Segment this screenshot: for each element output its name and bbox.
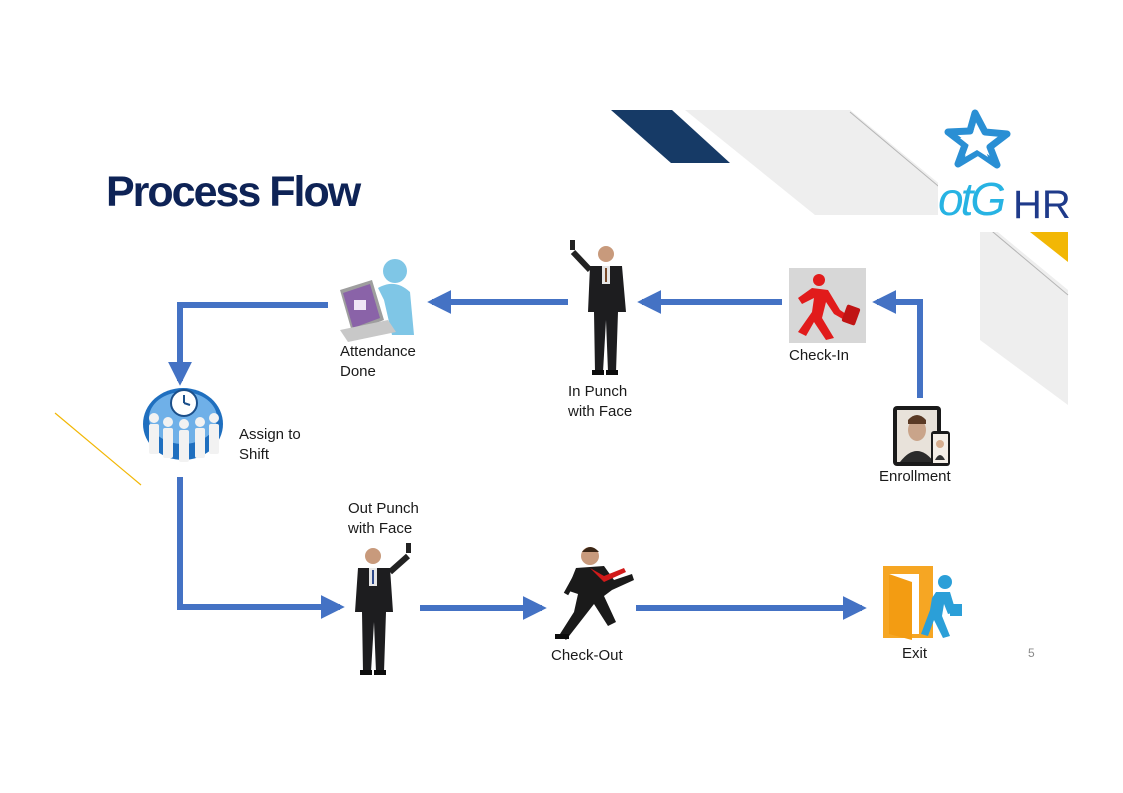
check-out-running-person-icon: [555, 547, 634, 640]
attendance-done-label: Attendance Done: [340, 342, 416, 382]
page-number: 5: [1028, 646, 1035, 660]
check-in-runner-icon: [789, 268, 866, 343]
out-punch-selfie-person-icon: [355, 543, 411, 675]
attendance-label-line1: Attendance: [340, 343, 416, 360]
in-punch-label-line1: In Punch: [568, 383, 628, 400]
in-punch-label-line2: with Face: [568, 403, 633, 420]
hr-logo-text: HR: [1013, 183, 1071, 227]
out-punch-label-line2: with Face: [348, 520, 413, 537]
exit-label: Exit: [902, 644, 927, 664]
enrollment-label-text: Enrollment: [879, 468, 951, 485]
out-punch-label: Out Punch with Face: [348, 499, 419, 539]
arrow-attendance-to-assign: [168, 302, 328, 386]
out-punch-label-line1: Out Punch: [348, 500, 419, 517]
in-punch-selfie-person-icon: [570, 240, 626, 375]
check-out-label-text: Check-Out: [551, 647, 623, 664]
check-in-label: Check-In: [789, 346, 849, 366]
attendance-laptop-person-icon: [340, 259, 414, 342]
assign-label-line2: Shift: [239, 446, 270, 463]
exit-label-text: Exit: [902, 645, 928, 662]
arrow-enrollment-to-checkin: [872, 290, 923, 398]
flow-arrows: [168, 290, 923, 620]
exit-door-icon: [883, 566, 962, 640]
arrow-assign-to-outpunch: [177, 477, 345, 619]
page-title: Process Flow: [106, 168, 361, 216]
enrollment-label: Enrollment: [879, 467, 951, 487]
enrollment-tablet-icon: [893, 406, 950, 466]
in-punch-label: In Punch with Face: [568, 382, 632, 422]
check-in-label-text: Check-In: [789, 347, 850, 364]
star-logo-icon: [944, 109, 1011, 169]
assign-shift-group-clock-icon: [143, 388, 223, 462]
check-out-label: Check-Out: [551, 646, 623, 666]
assign-to-shift-label: Assign to Shift: [239, 425, 301, 465]
assign-label-line1: Assign to: [239, 426, 301, 443]
attendance-label-line2: Done: [340, 363, 376, 380]
otg-logo-text: otG: [938, 173, 1006, 225]
